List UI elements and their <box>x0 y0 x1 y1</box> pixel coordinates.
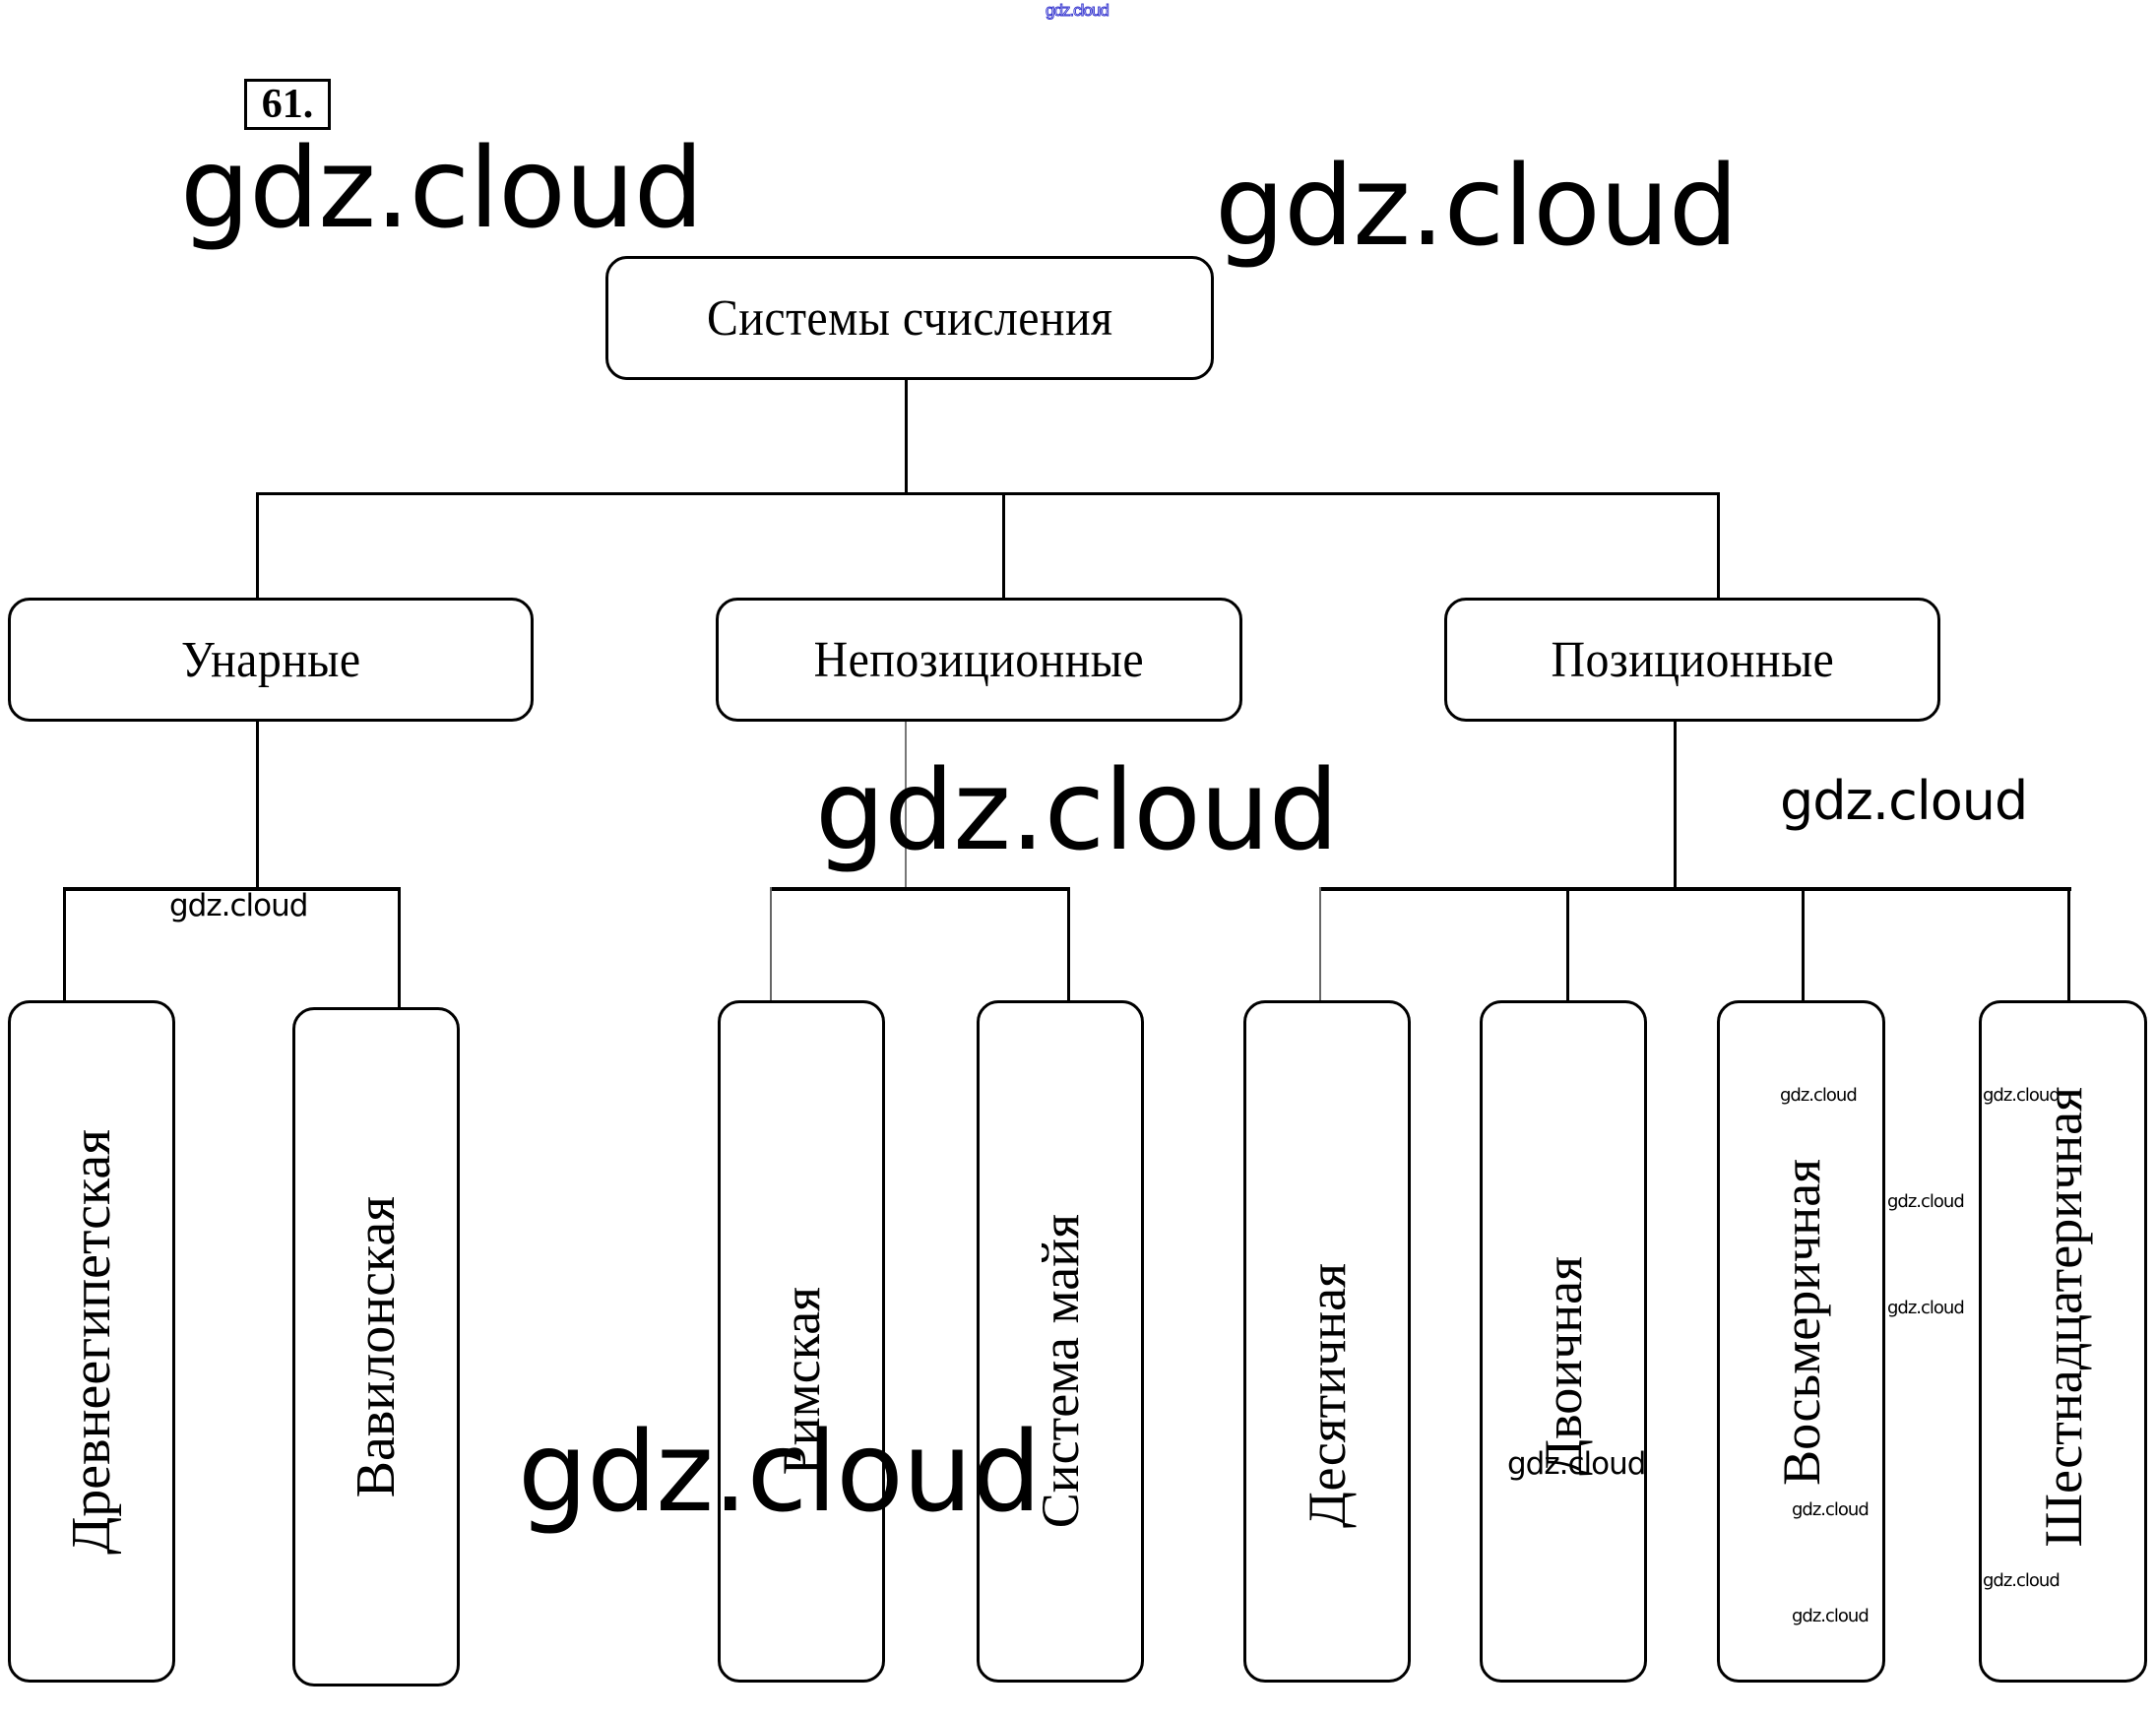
watermark: gdz.cloud <box>169 888 308 923</box>
connector-root-stem <box>905 380 908 494</box>
leaf-label: Двоичная <box>1534 1256 1593 1476</box>
exercise-number: 61. <box>244 79 331 130</box>
category-label: Унарные <box>180 631 361 688</box>
watermark: gdz.cloud <box>180 125 704 253</box>
connector-unary-child-2 <box>398 887 401 1008</box>
category-node-positional: Позиционные <box>1444 598 1940 722</box>
watermark: gdz.cloud <box>1507 1446 1646 1482</box>
connector-to-nonpositional <box>1002 492 1005 599</box>
connector-positional-horizontal <box>1319 887 2071 891</box>
watermark: gdz.cloud <box>518 1409 1042 1537</box>
connector-nonpositional-child-2 <box>1067 887 1070 1001</box>
leaf-node-egyptian: Древнеегипетская <box>8 1000 175 1683</box>
watermark: gdz.cloud <box>1983 1085 2061 1106</box>
connector-to-positional <box>1717 492 1720 599</box>
watermark: gdz.cloud <box>1887 1298 1965 1318</box>
watermark: gdz.cloud <box>1792 1499 1870 1520</box>
category-label: Непозиционные <box>813 631 1145 688</box>
connector-positional-child-2 <box>1566 887 1569 1001</box>
watermark: gdz.cloud <box>1983 1570 2061 1591</box>
leaf-node-babylonian: Вавилонская <box>292 1007 460 1686</box>
connector-positional-child-1 <box>1319 887 1321 1001</box>
connector-positional-stem <box>1674 722 1677 890</box>
leaf-label: Вавилонская <box>346 1195 407 1498</box>
watermark: gdz.cloud <box>815 747 1339 875</box>
leaf-node-roman: Римская <box>718 1000 885 1683</box>
watermark: gdz.cloud <box>1887 1191 1965 1212</box>
connector-nonpositional-horizontal <box>770 887 1070 891</box>
connector-unary-stem <box>256 722 259 890</box>
connector-unary-child-1 <box>63 887 66 1001</box>
connector-to-unary <box>256 492 259 599</box>
watermark: gdz.cloud <box>1780 770 2028 832</box>
leaf-label: Десятичная <box>1298 1263 1357 1528</box>
leaf-label: Восьмеричная <box>1771 1158 1831 1486</box>
watermark: gdz.cloud <box>1792 1606 1870 1626</box>
category-label: Позиционные <box>1551 631 1834 688</box>
root-label: Системы счисления <box>706 289 1113 347</box>
watermark: gdz.cloud <box>1046 1 1110 20</box>
leaf-label: Древнеегипетская <box>61 1128 122 1555</box>
category-node-unary: Унарные <box>8 598 534 722</box>
leaf-node-octal: Восьмеричная <box>1717 1000 1885 1683</box>
connector-unary-horizontal <box>63 887 401 891</box>
connector-positional-child-4 <box>2067 887 2070 1001</box>
leaf-node-decimal: Десятичная <box>1243 1000 1411 1683</box>
connector-root-horizontal <box>256 492 1720 495</box>
category-node-nonpositional: Непозиционные <box>716 598 1242 722</box>
root-node: Системы счисления <box>605 256 1214 380</box>
connector-positional-child-3 <box>1802 887 1805 1001</box>
connector-nonpositional-child-1 <box>770 887 772 1001</box>
leaf-node-maya: Система майя <box>977 1000 1144 1683</box>
leaf-node-binary: Двоичная <box>1480 1000 1647 1683</box>
watermark: gdz.cloud <box>1215 143 1739 271</box>
watermark: gdz.cloud <box>1780 1085 1858 1106</box>
leaf-label: Шестнадцатеричная <box>2033 1086 2093 1548</box>
connector-nonpositional-stem <box>905 722 907 890</box>
leaf-node-hexadecimal: Шестнадцатеричная <box>1979 1000 2147 1683</box>
